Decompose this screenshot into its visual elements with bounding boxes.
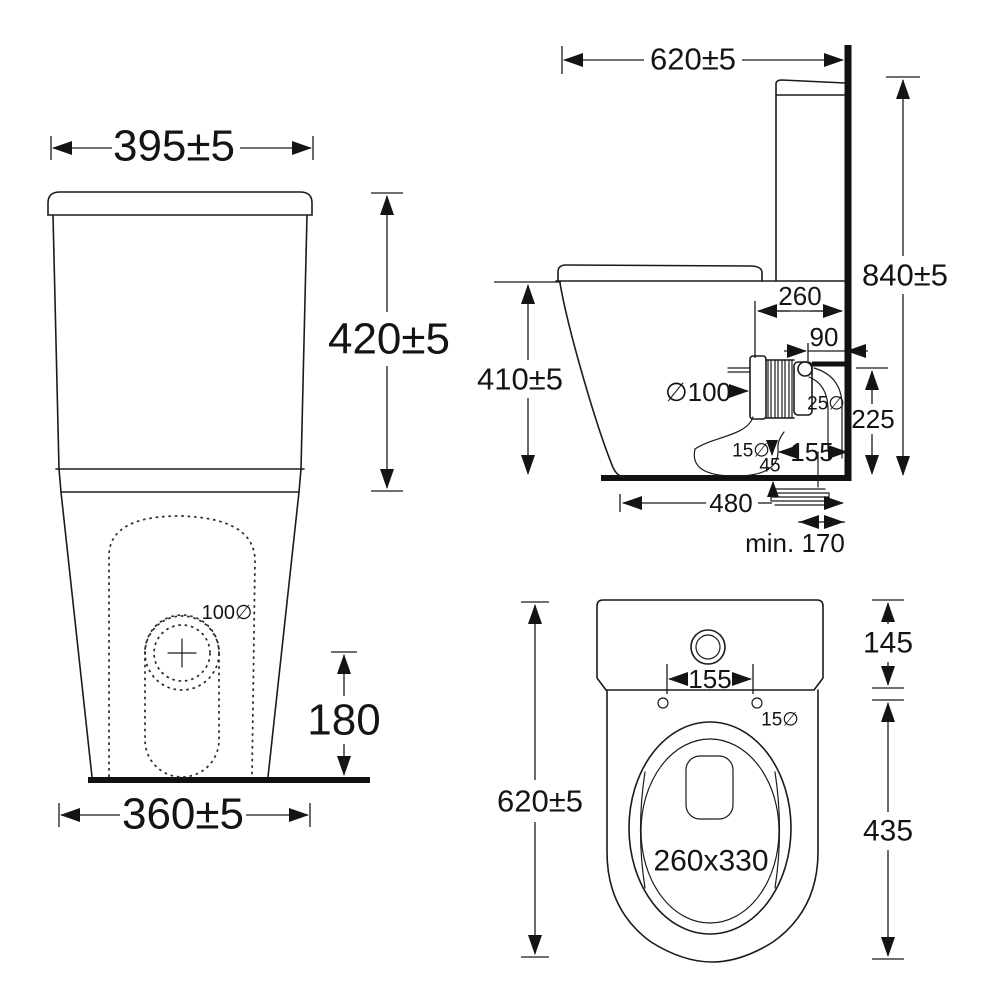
side-dim-inlet-to-wall-label: 90 <box>810 322 839 352</box>
front-dim-outlet-height-label: 180 <box>307 696 380 745</box>
side-seat-lid <box>557 264 763 282</box>
side-outlet-pipe-diameter-label: ∅100 <box>665 377 731 407</box>
front-dim-width-base-label: 360±5 <box>122 790 244 839</box>
side-dim-outlet-axis-height: 225 <box>851 367 895 475</box>
top-cistern-outline <box>596 599 824 691</box>
front-outlet-circle-inner <box>153 624 211 682</box>
side-outlet-flange <box>770 488 830 506</box>
top-dim-button-width-label: 155 <box>688 664 731 694</box>
side-dim-height-total-label: 840±5 <box>862 258 948 293</box>
top-dim-bowl-length: 435 <box>863 699 913 960</box>
side-bowl-rear-curve <box>694 416 754 450</box>
side-inlet-diameter-label: 25∅ <box>807 394 845 415</box>
front-dim-width-top: 395±5 <box>50 122 314 171</box>
side-dim-outlet-to-wall-label: 155 <box>790 437 833 467</box>
side-dim-depth: 620±5 <box>561 42 844 77</box>
top-dim-cistern-depth-label: 145 <box>863 627 913 660</box>
top-dim-depth-label: 620±5 <box>497 784 583 819</box>
top-bowl-outline <box>606 689 819 963</box>
side-dim-outlet-axis-height-label: 225 <box>851 404 894 434</box>
top-seat-outer <box>628 721 792 935</box>
side-dim-foot-to-wall: 480 <box>619 488 844 518</box>
top-dim-button-width: 155 <box>666 664 754 694</box>
side-outlet-pipe-callout: ∅100 <box>665 377 749 407</box>
side-trap-hook <box>693 431 785 477</box>
front-outlet-diameter-label: 100∅ <box>202 602 253 624</box>
front-dim-height-cistern-label: 420±5 <box>328 315 450 364</box>
side-bowl-front <box>559 282 625 478</box>
side-bend-outer <box>813 367 843 459</box>
side-dim-cistern-depth-label: 260 <box>778 281 821 311</box>
side-dim-depth-label: 620±5 <box>650 42 736 77</box>
front-pedestal-right <box>267 491 300 778</box>
side-fixing-diameter-label: 15∅ <box>732 441 770 462</box>
side-corrugated-connector <box>749 355 813 420</box>
top-flush-button-inner <box>695 634 721 660</box>
top-seat-notch-right <box>774 771 781 889</box>
side-dim-foot-to-wall-label: 480 <box>709 488 752 518</box>
top-flush-inlet-shape <box>685 755 734 820</box>
front-pedestal-left <box>60 491 93 778</box>
front-hidden-trapway <box>108 515 256 778</box>
top-fixing-hole-left <box>657 697 669 709</box>
top-view: 15∅ 260x330 620±5 145 435 <box>497 599 913 963</box>
front-dim-width-top-label: 395±5 <box>113 122 235 171</box>
top-bowl-opening-label: 260x330 <box>653 845 768 878</box>
side-dim-height-total: 840±5 <box>862 76 948 476</box>
top-seat-notch-left <box>639 771 646 889</box>
front-hidden-sump <box>144 614 220 778</box>
side-dim-height-rim-label: 410±5 <box>477 362 563 397</box>
side-dim-min-clearance: min. 170 <box>745 515 845 558</box>
side-fixing-offset-label: 45 <box>759 456 780 477</box>
front-view: 100∅ 395±5 420±5 180 <box>47 122 450 839</box>
side-dim-cistern-depth: 260 <box>754 281 843 358</box>
side-cistern <box>775 79 846 282</box>
top-fixing-hole-right <box>751 697 763 709</box>
top-dim-bowl-length-label: 435 <box>863 815 913 848</box>
front-dim-width-base: 360±5 <box>58 790 311 839</box>
side-fixing-callout: 15∅ 45 <box>732 440 781 477</box>
top-dim-depth: 620±5 <box>497 601 583 958</box>
front-dim-height-cistern: 420±5 <box>328 192 450 492</box>
front-cistern-lid <box>47 191 313 216</box>
side-dim-min-clearance-label: min. 170 <box>745 528 845 558</box>
top-flush-button-outer <box>690 629 726 665</box>
side-dim-outlet-to-wall: 155 <box>778 437 848 467</box>
side-inlet-circle <box>797 361 813 377</box>
top-fixing-diameter-label: 15∅ <box>761 710 799 731</box>
side-view: ∅100 25∅ 620±5 840±5 410±5 <box>477 42 948 559</box>
side-dim-height-rim: 410±5 <box>477 281 563 475</box>
front-dim-outlet-height: 180 <box>307 651 381 776</box>
top-dim-cistern-depth: 145 <box>863 599 913 689</box>
side-dim-inlet-to-wall: 90 <box>784 322 868 361</box>
